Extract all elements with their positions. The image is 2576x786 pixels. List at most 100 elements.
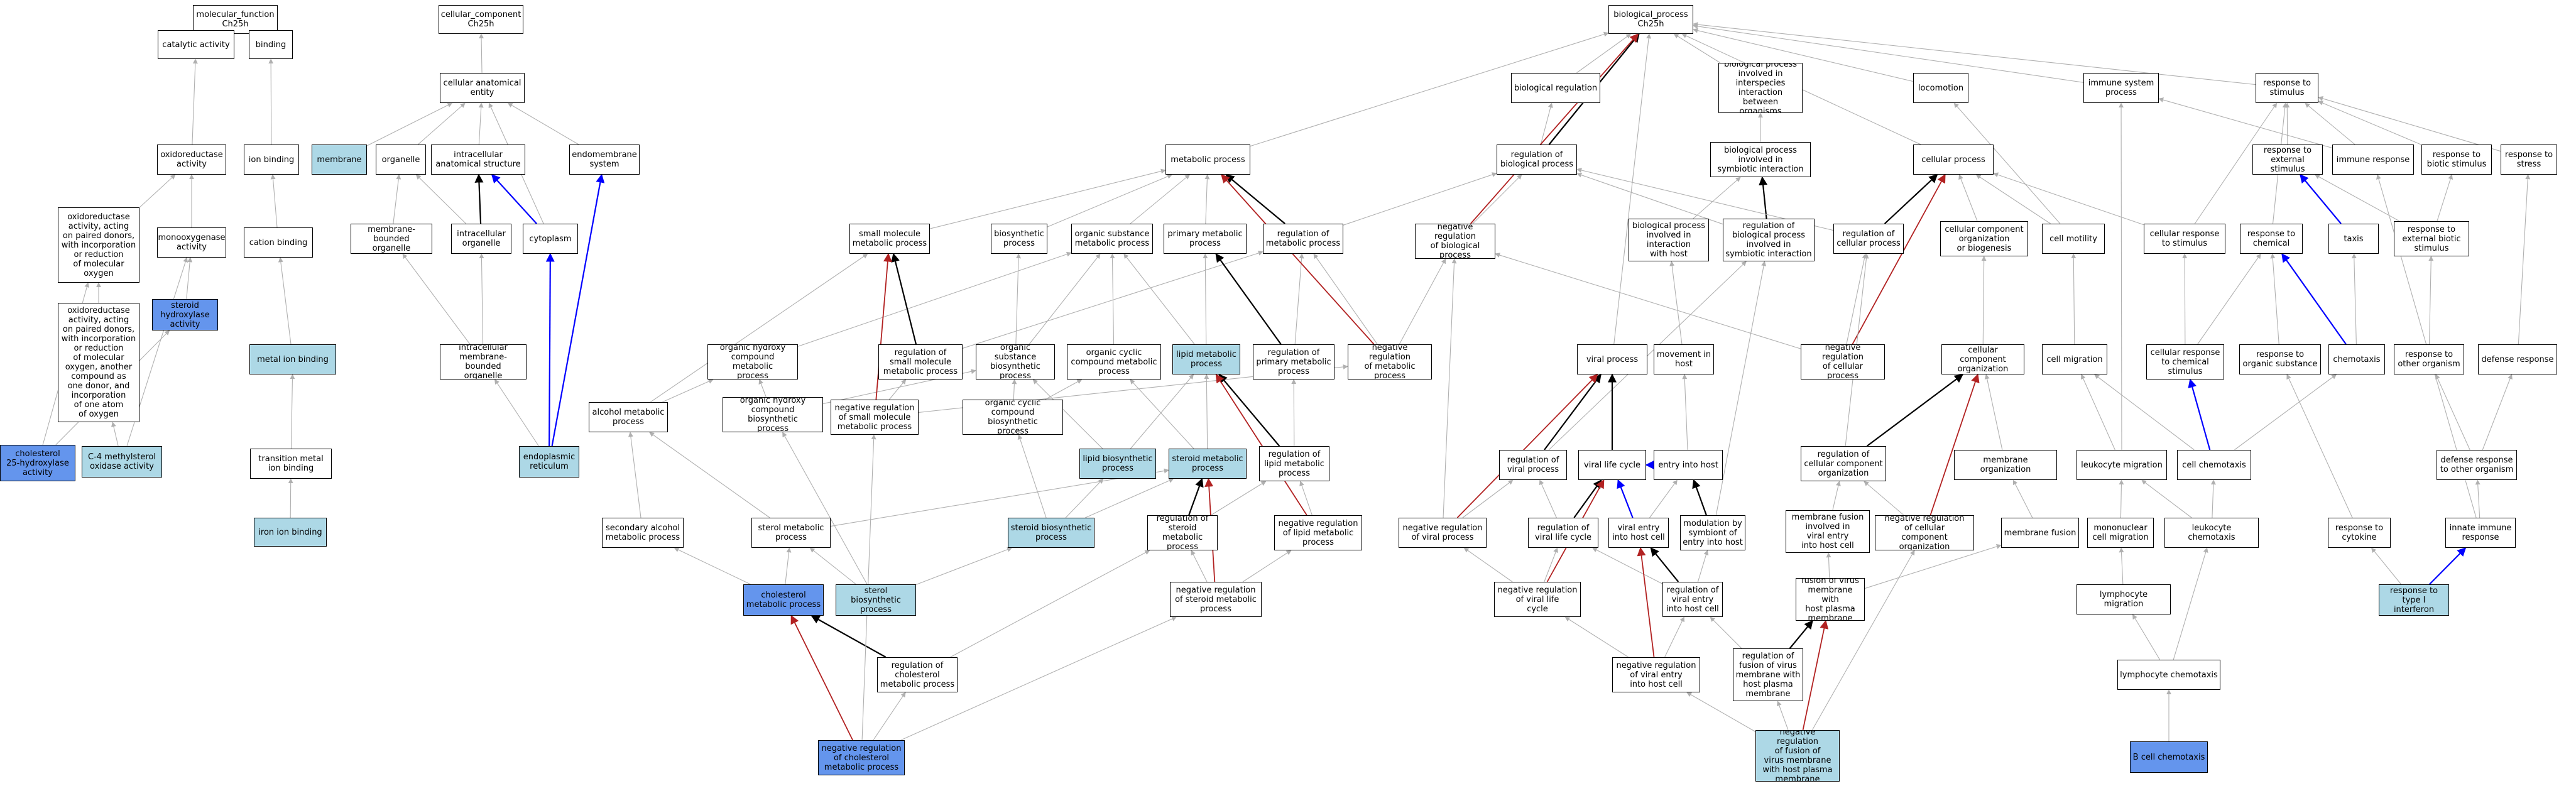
edge-gray <box>1697 550 1709 582</box>
edge-gray <box>915 547 1013 585</box>
node-response-to-cytokine: response to cytokine <box>2328 518 2391 548</box>
node-viral-life-cycle: viral life cycle <box>1578 450 1646 480</box>
edge-gray <box>2012 479 2033 518</box>
edge-black <box>1650 547 1679 582</box>
edge-gray <box>1029 253 1101 345</box>
edge-red <box>1852 173 1946 345</box>
edge-gray <box>1693 22 2256 85</box>
edge-red <box>1456 373 1598 518</box>
edge-gray <box>494 379 539 447</box>
node-entry-into-host: entry into host <box>1654 450 1723 480</box>
edge-gray <box>1242 550 1292 582</box>
edge-gray <box>1130 374 1194 449</box>
edge-gray <box>1462 479 1514 518</box>
node-leukocyte-chemotaxis: leukocyte chemotaxis <box>2164 518 2259 548</box>
node-alcohol-metabolic-process: alcohol metabolic process <box>589 402 668 432</box>
node-negative-regulation-of-cellular-process: negative regulation of cellular process <box>1801 344 1885 379</box>
node-oxidoreductase-paired-donors: oxidoreductase activity, acting on paire… <box>58 207 139 283</box>
edge-gray <box>1993 172 2144 226</box>
edge-gray <box>1294 253 1304 345</box>
edge-gray <box>900 616 1177 741</box>
node-sterol-metabolic-process: sterol metabolic process <box>751 518 831 548</box>
node-iron-ion-binding: iron ion binding <box>254 518 327 547</box>
node-binding: binding <box>249 30 293 59</box>
node-regulation-of-viral-life-cycle: regulation of viral life cycle <box>1528 518 1598 548</box>
node-cellular-response-to-chemical-stimulus: cellular response to chemical stimulus <box>2146 344 2224 379</box>
edge-gray <box>1313 253 1378 345</box>
node-metabolic-process: metabolic process <box>1165 145 1250 175</box>
node-organic-substance-biosynthetic-process: organic substance biosynthetic process <box>976 344 1055 379</box>
edge-black <box>474 173 484 224</box>
node-negative-regulation-of-metabolic-process: negative regulation of metabolic process <box>1348 344 1432 379</box>
node-response-to-biotic-stimulus: response to biotic stimulus <box>2421 145 2492 175</box>
node-response-to-external-stimulus: response to external stimulus <box>2252 145 2323 175</box>
edge-blue <box>545 253 555 447</box>
node-cellular-component-organization: cellular component organization <box>1941 344 2024 374</box>
edge-black <box>1218 373 1280 447</box>
edge-gray <box>2194 102 2278 224</box>
node-membrane: membrane <box>312 145 367 175</box>
edge-gray <box>1686 692 1756 733</box>
node-cell-chemotaxis: cell chemotaxis <box>2177 450 2251 480</box>
edge-gray <box>186 257 193 300</box>
node-oxidoreductase-paired-one-atom: oxidoreductase activity, acting on paire… <box>58 303 139 422</box>
edge-gray <box>479 253 484 345</box>
edge-gray <box>1693 23 2084 83</box>
node-negative-regulation-of-viral-life-cycle: negative regulation of viral life cycle <box>1494 582 1581 617</box>
edge-gray <box>809 547 856 585</box>
edge-gray <box>785 547 792 585</box>
node-negative-regulation-of-small-molecule-metabolic-process: negative regulation of small molecule me… <box>831 400 919 435</box>
edge-gray <box>2314 174 2400 222</box>
node-biosynthetic-process: biosynthetic process <box>991 224 1047 254</box>
node-organic-cyclic-compound-biosynthetic-process: organic cyclic compound biosynthetic pro… <box>963 400 1063 435</box>
edge-gray <box>366 102 453 146</box>
edge-gray <box>2518 174 2531 345</box>
edge-gray <box>2158 97 2333 149</box>
edge-gray <box>1673 33 1721 63</box>
node-regulation-of-small-molecule-metabolic-process: regulation of small molecule metabolic p… <box>878 344 963 379</box>
node-regulation-of-cholesterol-metabolic-process: regulation of cholesterol metabolic proc… <box>877 657 958 692</box>
edge-gray <box>1343 172 1497 226</box>
edge-gray <box>662 379 714 403</box>
node-negative-regulation-of-biological-process: negative regulation of biological proces… <box>1415 224 1495 259</box>
node-modulation-by-symbiont-of-entry-into-host: modulation by symbiont of entry into hos… <box>1680 515 1745 550</box>
edge-black <box>1866 374 1964 447</box>
edge-gray <box>1777 701 1789 731</box>
edge-gray <box>950 550 1150 658</box>
edge-gray <box>507 102 579 145</box>
edge-gray <box>2119 102 2124 450</box>
edge-gray <box>2173 547 2208 660</box>
edge-gray <box>1564 616 1629 658</box>
node-organic-hydroxy-compound-biosynthetic-process: organic hydroxy compound biosynthetic pr… <box>723 397 823 432</box>
edge-gray <box>797 251 1072 347</box>
edge-black <box>891 253 917 345</box>
node-regulation-of-metabolic-process: regulation of metabolic process <box>1263 224 1343 254</box>
edge-gray <box>782 432 868 585</box>
node-response-to-organic-substance: response to organic substance <box>2239 344 2321 374</box>
edge-black <box>1759 176 1768 219</box>
edge-gray <box>1211 481 1267 516</box>
edge-gray <box>1204 174 1210 224</box>
node-fusion-of-virus-membrane-with-host-plasma-membrane: fusion of virus membrane with host plasm… <box>1796 578 1865 621</box>
node-chemotaxis: chemotaxis <box>2328 344 2385 374</box>
node-biological-regulation: biological regulation <box>1511 73 1600 103</box>
node-response-to-other-organism: response to other organism <box>2394 344 2464 374</box>
edge-gray <box>2071 253 2077 345</box>
edge-gray <box>1012 379 1017 400</box>
node-steroid-metabolic-process: steroid metabolic process <box>1169 449 1247 479</box>
node-secondary-alcohol-metabolic-process: secondary alcohol metabolic process <box>602 518 684 548</box>
edge-gray <box>2351 253 2357 345</box>
edge-gray <box>139 174 176 208</box>
edge-gray <box>288 478 293 518</box>
node-membrane-fusion-involved-in-viral-entry: membrane fusion involved in viral entry … <box>1786 510 1870 553</box>
edge-red <box>1802 620 1829 731</box>
edge-gray <box>2119 547 2124 585</box>
node-defense-response: defense response <box>2478 344 2557 374</box>
node-regulation-of-primary-metabolic-process: regulation of primary metabolic process <box>1253 344 1334 379</box>
edge-gray <box>1472 174 1522 224</box>
edge-gray <box>1065 478 1104 518</box>
edge-gray <box>1085 478 1174 518</box>
edge-gray <box>479 33 484 74</box>
edge-gray <box>2270 253 2279 345</box>
node-response-to-chemical: response to chemical <box>2240 224 2303 254</box>
